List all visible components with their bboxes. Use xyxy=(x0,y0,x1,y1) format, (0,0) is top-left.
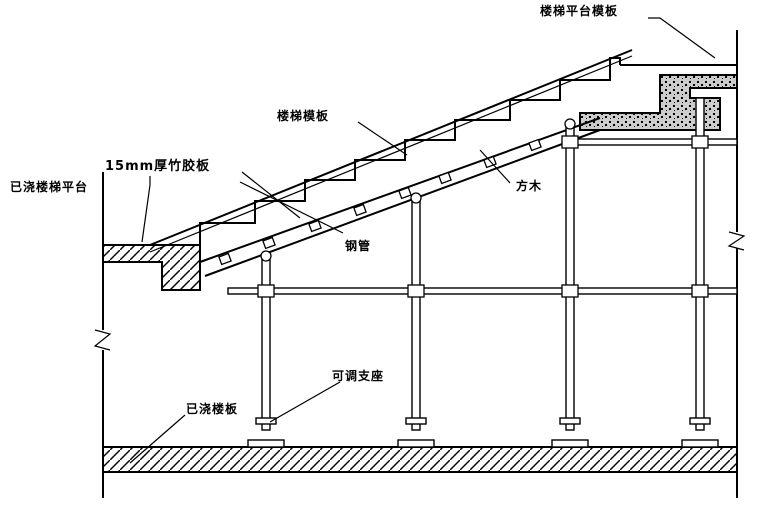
horizontal-tubes xyxy=(227,138,738,295)
label-stair-formwork: 楼梯模板 xyxy=(277,108,329,123)
couplers xyxy=(257,118,709,298)
stair-steps xyxy=(199,57,621,245)
label-cast-landing: 已浇楼梯平台 xyxy=(10,179,88,194)
label-cast-floor: 已浇楼板 xyxy=(186,401,238,416)
label-timber: 方木 xyxy=(516,178,542,193)
label-landing-formwork: 楼梯平台模板 xyxy=(540,3,618,18)
upper-landing-slab xyxy=(579,74,738,131)
stair-top-line xyxy=(149,49,633,246)
label-steel-pipe: 钢管 xyxy=(345,238,371,253)
label-adjustable-support: 可调支座 xyxy=(332,368,384,383)
timber-joists xyxy=(218,138,542,266)
label-plywood: 15mm厚竹胶板 xyxy=(105,158,210,174)
leader-lines xyxy=(129,17,716,464)
cast-floor-slab xyxy=(102,446,738,473)
adjustable-bases xyxy=(247,417,719,448)
vertical-poles xyxy=(261,97,705,431)
right-wall xyxy=(727,30,746,498)
